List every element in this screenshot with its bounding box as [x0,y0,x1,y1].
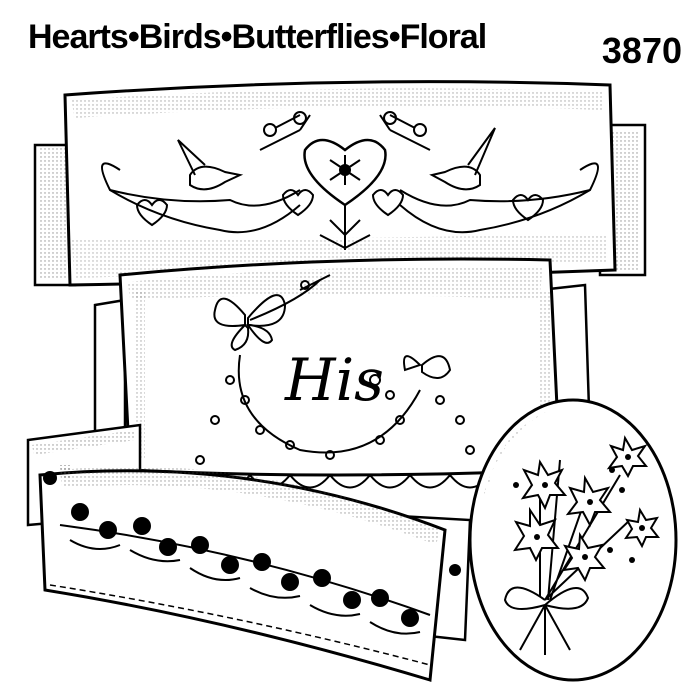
pattern-title: Hearts•Birds•Butterflies•Floral [28,18,487,56]
top-hearts-birds-design [101,111,599,250]
pillowcase-monogram: His [284,346,384,414]
top-sheet-panel [33,80,647,287]
towel-floral-border [43,471,461,635]
pillowcase-butterfly-design [195,274,475,465]
oval-bouquet-design [503,435,661,655]
pattern-number: 3870 [601,30,682,71]
